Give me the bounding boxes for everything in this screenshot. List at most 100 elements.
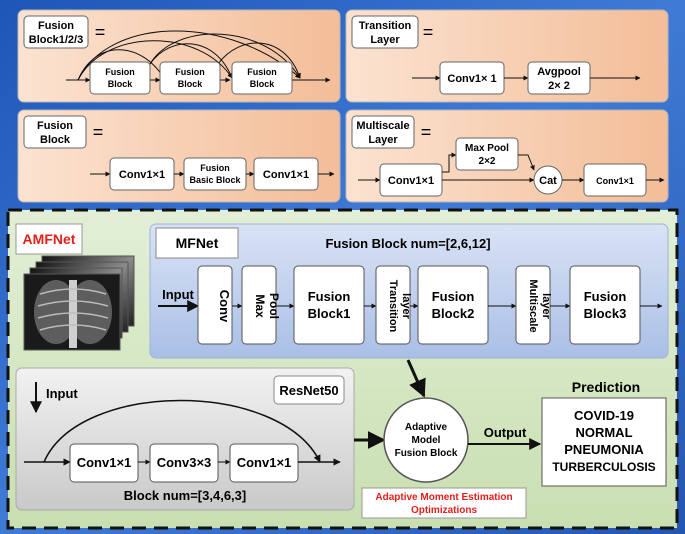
fusion-block-label: Block [250,79,276,89]
mfnet-panel: MFNet Fusion Block num=[2,6,12] Input Co… [149,223,669,359]
fusion-block-box [231,61,293,95]
dense-arc [149,43,233,79]
adaptive-fusion-circle [383,397,469,483]
conv-label: Conv1×1 [119,169,165,181]
panel-fusion-block-123: Fusion Block1/2/3 = Fusion Block Fusion … [17,9,341,103]
maxpool-label: Pool [267,293,281,319]
equals-sign: = [421,122,432,142]
mfnet-input-label: Input [162,287,194,302]
conv-label: Conv1×1 [237,455,292,470]
conv-label: Conv1×1 [77,455,132,470]
fusion-block2-label: Fusion [432,289,475,304]
conv-box [229,443,299,483]
fusion-block2-label: Block2 [432,306,475,321]
output-label: Output [484,425,527,440]
maxpool-label: Max [253,294,267,318]
prediction-class: COVID-19 [574,408,634,423]
panel-fusion-block: Fusion Block = Conv1×1 Fusion Basic Bloc… [17,109,341,203]
amfnet-label: AMFNet [23,231,76,247]
avgpool-label: Avgpool [537,66,581,78]
fusion-circle-label: Adaptive [405,422,448,433]
equals-sign: = [93,122,104,142]
conv-label: Conv [217,290,232,323]
panel-title-box [23,15,89,49]
panel-title-line1: Fusion [38,20,74,32]
avgpool-size: 2× 2 [548,80,570,92]
xray-ribs [37,288,109,331]
maxpool-label: Max Pool [465,143,509,154]
fusion-block1-box [293,265,365,345]
mfnet-to-fusion-arrow [406,359,426,398]
conv-label: Conv3×3 [157,455,212,470]
optimizer-label: Adaptive Moment Estimation [375,492,512,503]
panel-title-line2: Layer [368,134,398,146]
equals-sign: = [423,22,434,42]
amfnet-panel: AMFNet MFNet Fusion Block num=[2,6,12] I… [6,208,679,530]
conv-box [149,443,219,483]
prediction-class: PNEUMONIA [564,442,644,457]
multiscale-layer-label: Multiscale [527,279,539,332]
fusion-block-num: Fusion Block num=[2,6,12] [325,236,490,251]
block-num-label: Block num=[3,4,6,3] [124,488,246,503]
fusion-block1-label: Block1 [308,306,351,321]
transition-layer-label: layer [400,293,412,319]
fusion-block-box [89,61,151,95]
prediction-box [541,397,667,487]
panel-title-line2: Block [40,134,71,146]
fusion-block3-label: Block3 [584,306,627,321]
panel-title-line2: Layer [370,34,400,46]
basic-block-label: Basic Block [189,175,241,185]
branch-arrow [518,154,535,171]
resnet-title: ResNet50 [279,383,338,398]
xray-spine [69,280,77,348]
optimizer-label: Optimizations [411,505,478,516]
fusion-block3-label: Fusion [584,289,627,304]
prediction-class: NORMAL [575,425,632,440]
fusion-block2-box [417,265,489,345]
panel-title-line1: Multiscale [356,120,409,132]
prediction-title: Prediction [572,379,640,395]
fusion-block-label: Fusion [247,67,277,77]
conv-label: Conv1×1 [263,169,309,181]
fusion-block3-box [569,265,641,345]
amfnet-label-box [15,223,83,255]
transition-layer-box [375,265,411,345]
transition-layer-label: Transition [387,280,399,333]
dense-arc [77,49,165,81]
mfnet-title-box [155,227,239,259]
panel-multiscale-layer: Multiscale Layer = Conv1×1 Max Pool 2×2 … [345,109,669,203]
conv-box [69,443,139,483]
optimizer-box [361,487,527,519]
mfnet-title: MFNet [176,235,219,251]
conv-label: Conv1×1 [388,175,434,187]
equals-sign: = [95,22,106,42]
resnet-title-box [273,375,345,405]
xray-image-stack [23,255,135,351]
panel-title-box [351,115,415,149]
conv-label: Conv1×1 [596,176,634,186]
fusion-block1-label: Fusion [308,289,351,304]
multiscale-layer-box [515,265,551,345]
conv-label: Conv1× 1 [447,73,496,85]
panel-title-box [351,15,419,49]
prediction-class: TURBERCULOSIS [552,460,655,474]
panel-title-line1: Fusion [37,120,73,132]
maxpool-box [455,137,519,171]
skip-connection-arc [43,399,321,463]
amfnet-dashed-border [6,208,679,530]
maxpool-size: 2×2 [479,156,496,167]
branch-arrow [442,152,457,173]
multiscale-layer-label: layer [540,293,552,319]
fusion-block-label: Fusion [105,67,135,77]
fusion-block-label: Block [178,79,204,89]
basic-block-label: Fusion [200,163,230,173]
fusion-block-label: Block [108,79,134,89]
dense-arc [217,42,301,79]
fusion-block-box [159,61,221,95]
fusion-circle-label: Fusion Block [395,448,458,459]
fusion-circle-label: Model [412,435,441,446]
cat-label: Cat [539,175,557,187]
fusion-block-label: Fusion [175,67,205,77]
